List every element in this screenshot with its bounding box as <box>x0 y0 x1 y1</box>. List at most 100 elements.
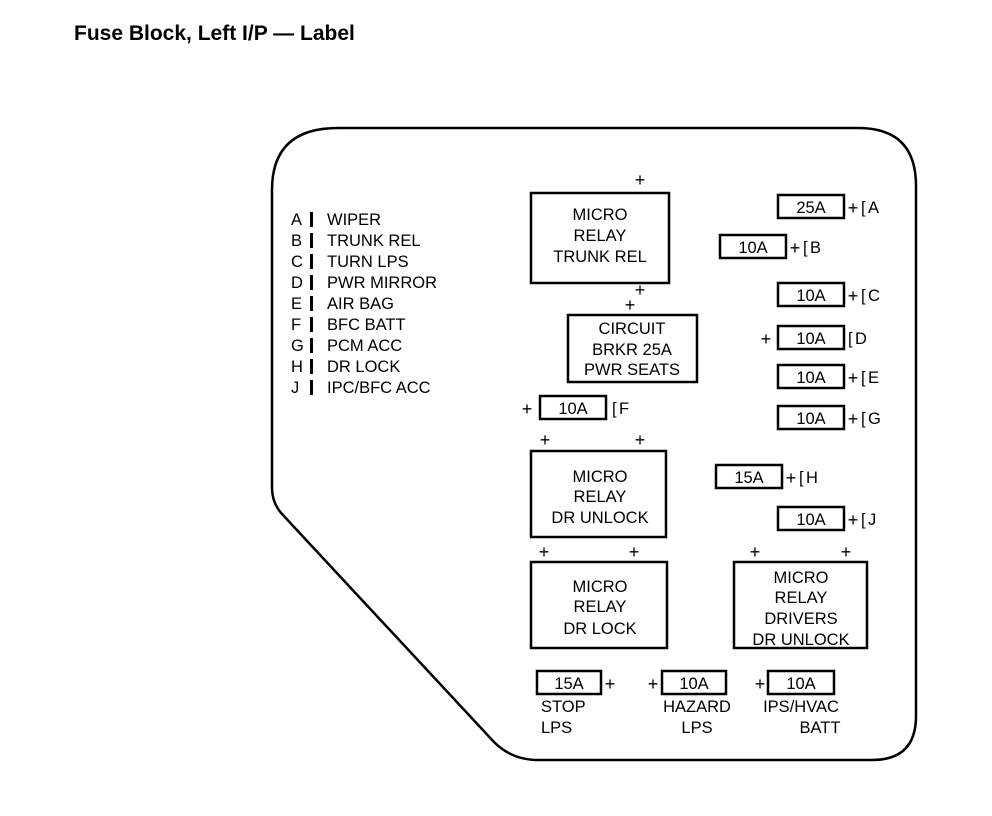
fuse-rating: 10A <box>558 400 587 418</box>
fuse-box <box>766 669 836 696</box>
micro-relay-drivers-dr-unlock: MICRO RELAY DRIVERS DR UNLOCK <box>732 560 869 650</box>
terminal-plus: + <box>848 409 859 429</box>
relay-label-line: DRIVERS <box>764 610 837 628</box>
terminal-plus: + <box>750 542 761 562</box>
legend-bracket <box>310 233 313 248</box>
fuse-box <box>776 193 846 220</box>
terminal-plus: + <box>635 280 646 300</box>
breaker-box <box>566 313 699 384</box>
bracket: [ <box>861 199 866 217</box>
legend-letter: E <box>291 295 302 313</box>
fuse-label-line: HAZARD <box>663 698 731 716</box>
fuse-rating: 10A <box>738 239 767 257</box>
legend-item: B TRUNK REL <box>291 232 421 250</box>
fuse-label-line: STOP <box>541 698 586 716</box>
terminal-marks: + + + + + + + + + <box>539 170 852 562</box>
terminal-plus: + <box>629 542 640 562</box>
relay-box <box>529 560 669 650</box>
legend-name: BFC BATT <box>327 316 406 334</box>
fuse-box <box>538 394 608 421</box>
fuse-a: 25A + [ A <box>776 193 879 220</box>
fuse-letter: E <box>868 369 879 387</box>
fuse-rating: 10A <box>796 511 825 529</box>
fuse-h: 15A + [ H <box>714 463 818 490</box>
fuse-rating: 10A <box>679 675 708 693</box>
relay-box <box>529 449 668 539</box>
fuse-label-line: IPS/HVAC <box>763 698 839 716</box>
legend-bracket <box>310 359 313 374</box>
terminal-plus: + <box>848 286 859 306</box>
bracket: [ <box>848 330 853 348</box>
fuse-box <box>776 505 846 532</box>
legend-bracket <box>310 317 313 332</box>
micro-relay-dr-lock: MICRO RELAY DR LOCK <box>529 560 669 650</box>
fuse-letter: B <box>810 239 821 257</box>
fuse-rating: 10A <box>796 410 825 428</box>
terminal-plus: + <box>539 542 550 562</box>
fuse-box <box>776 281 846 308</box>
fuse-rating: 10A <box>796 330 825 348</box>
fuse-g: 10A + [ G <box>776 404 881 431</box>
relay-label-line: TRUNK REL <box>553 248 647 266</box>
fuse-box <box>660 669 728 696</box>
relay-label-line: DR UNLOCK <box>752 631 849 649</box>
terminal-plus: + <box>848 198 859 218</box>
relay-label-line: MICRO <box>573 578 628 596</box>
relay-label-line: MICRO <box>573 468 628 486</box>
bracket: [ <box>861 511 866 529</box>
relay-box <box>732 560 869 650</box>
fuse-ips-hvac-batt: + 10A IPS/HVAC BATT <box>755 669 841 737</box>
terminal-plus: + <box>522 399 533 419</box>
legend-letter: A <box>291 211 302 229</box>
legend-bracket <box>310 212 313 227</box>
legend-bracket <box>310 254 313 269</box>
bracket: [ <box>861 410 866 428</box>
fuse-letter: D <box>855 330 867 348</box>
terminal-plus: + <box>755 674 766 694</box>
circuit-breaker: CIRCUIT BRKR 25A PWR SEATS <box>566 313 699 384</box>
fuse-j: 10A + [ J <box>776 505 876 532</box>
relay-label-line: DR LOCK <box>563 620 636 638</box>
fuse-rating: 10A <box>796 369 825 387</box>
fuse-hazard-lps: + 10A HAZARD LPS <box>648 669 731 737</box>
fuse-letter: J <box>868 511 876 529</box>
fuse-letter: A <box>868 199 879 217</box>
terminal-plus: + <box>761 329 772 349</box>
bracket: [ <box>799 469 804 487</box>
fuse-e: 10A + [ E <box>776 363 879 390</box>
legend-letter: G <box>291 337 304 355</box>
legend-letter: B <box>291 232 302 250</box>
fuse-b: 10A + [ B <box>718 233 821 260</box>
terminal-plus: + <box>848 510 859 530</box>
bracket: [ <box>861 287 866 305</box>
breaker-label-line: BRKR 25A <box>592 341 672 359</box>
legend-name: TURN LPS <box>327 253 409 271</box>
relay-label-line: MICRO <box>774 569 829 587</box>
terminal-plus: + <box>635 170 646 190</box>
fuse-box <box>718 233 788 260</box>
terminal-plus: + <box>648 674 659 694</box>
fuse-label-line: BATT <box>800 719 841 737</box>
fuse-label-line: LPS <box>681 719 712 737</box>
micro-relay-trunk-rel: MICRO RELAY TRUNK REL <box>529 191 671 285</box>
fuse-f: + 10A [ F <box>522 394 629 421</box>
relay-label-line: RELAY <box>775 589 828 607</box>
terminal-plus: + <box>786 468 797 488</box>
legend-letter: D <box>291 274 303 292</box>
legend-name: TRUNK REL <box>327 232 421 250</box>
fuse-stop-lps: 15A + STOP LPS <box>535 669 615 737</box>
fuse-letter: H <box>806 469 818 487</box>
legend-bracket <box>310 380 313 395</box>
bracket: [ <box>612 400 617 418</box>
fuse-rating: 10A <box>786 675 815 693</box>
legend-name: PCM ACC <box>327 337 402 355</box>
legend-name: DR LOCK <box>327 358 400 376</box>
terminal-plus: + <box>848 368 859 388</box>
legend-bracket <box>310 296 313 311</box>
